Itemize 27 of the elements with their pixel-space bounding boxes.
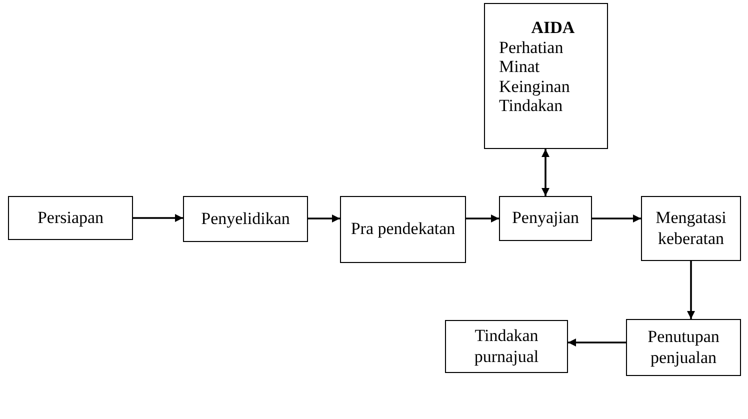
arrow <box>542 149 550 196</box>
process-box <box>641 196 741 261</box>
box-heading: AIDA <box>531 18 575 38</box>
box-label: Mengatasi keberatan <box>654 208 728 249</box>
list-item: Tindakan <box>499 96 563 116</box>
arrow <box>466 214 499 222</box>
list-item: Keinginan <box>499 76 570 96</box>
box-label: Pra pendekatan <box>350 219 456 240</box>
box-label: Penyelidikan <box>201 208 290 230</box>
box-label: Penutupan penjualan <box>646 327 720 368</box>
process-box <box>445 320 568 373</box>
box-label: Persiapan <box>37 208 104 228</box>
process-box <box>626 319 741 376</box>
arrow <box>687 261 695 319</box>
process-box <box>8 196 133 240</box>
arrow <box>133 214 183 222</box>
arrow <box>568 338 626 346</box>
process-box <box>484 3 608 149</box>
arrow <box>592 214 641 222</box>
process-box <box>183 196 308 242</box>
process-box <box>499 196 592 241</box>
box-label: Tindakan purnajual <box>473 326 540 367</box>
box-label: Penyajian <box>512 208 580 229</box>
list-item: Minat <box>499 57 540 77</box>
arrow <box>308 214 340 222</box>
list-item: Perhatian <box>499 38 564 58</box>
process-box <box>340 196 466 263</box>
